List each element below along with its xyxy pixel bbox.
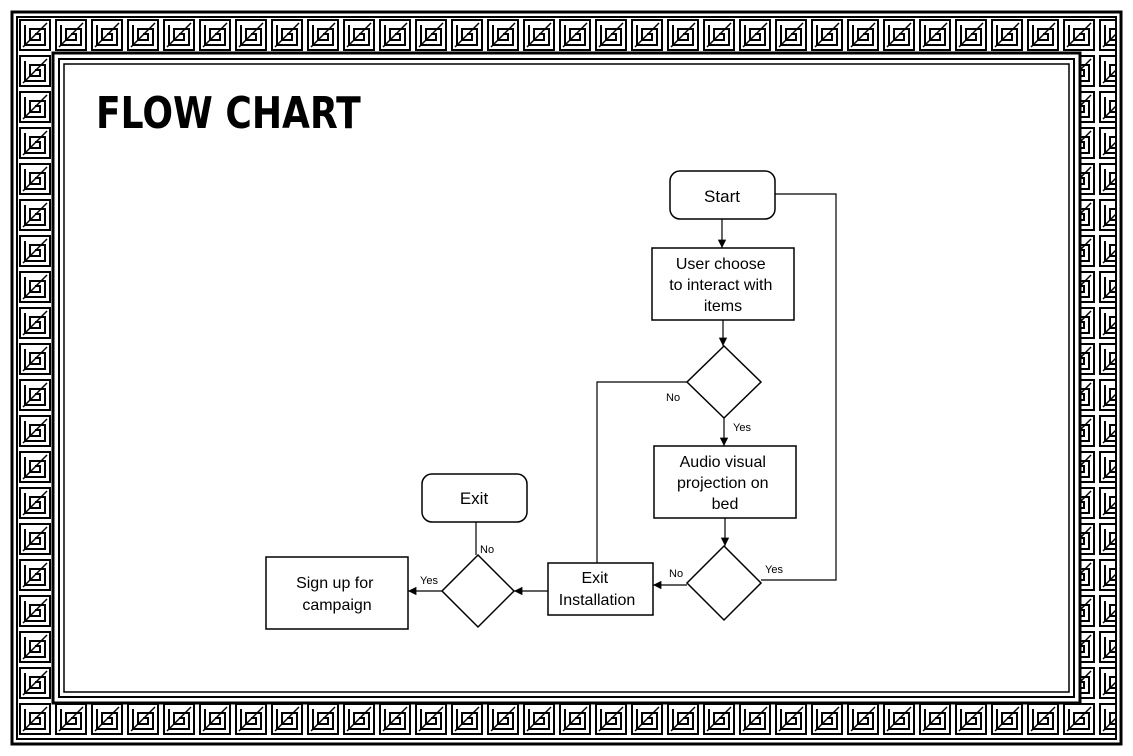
sign-up-line-2: campaign: [302, 597, 371, 614]
audio-visual-line-2: projection on: [677, 475, 769, 492]
audio-visual-line-3: bed: [712, 496, 739, 513]
exit-installation-line-1: Exit: [581, 570, 608, 587]
audio-visual-line-1: Audio visual: [680, 454, 766, 471]
exit-installation-node: Exit Installation: [548, 563, 653, 615]
decision-1-yes-label: Yes: [733, 422, 751, 434]
decision-1-no-label: No: [666, 392, 680, 404]
decision-3-diamond: [442, 555, 514, 627]
decision-2-diamond: [687, 546, 761, 620]
exit-installation-line-2: Installation: [559, 592, 636, 609]
user-choose-line-2: to interact with: [669, 277, 772, 294]
sign-up-line-1: Sign up for: [296, 575, 374, 592]
decision-2-yes-label: Yes: [765, 564, 783, 576]
start-node: Start: [670, 171, 775, 219]
user-choose-line-3: items: [704, 298, 742, 315]
user-choose-line-1: User choose: [676, 256, 766, 273]
start-label: Start: [704, 187, 740, 206]
exit-label: Exit: [460, 489, 489, 508]
decision-3-no-label: No: [480, 544, 494, 556]
exit-node: Exit: [422, 474, 527, 522]
decision-1-diamond: [687, 346, 761, 418]
user-choose-node: User choose to interact with items: [652, 248, 794, 320]
decision-2-no-label: No: [669, 568, 683, 580]
audio-visual-node: Audio visual projection on bed: [654, 446, 796, 518]
sign-up-node: Sign up for campaign: [266, 557, 408, 629]
decision-3-yes-label: Yes: [420, 575, 438, 587]
